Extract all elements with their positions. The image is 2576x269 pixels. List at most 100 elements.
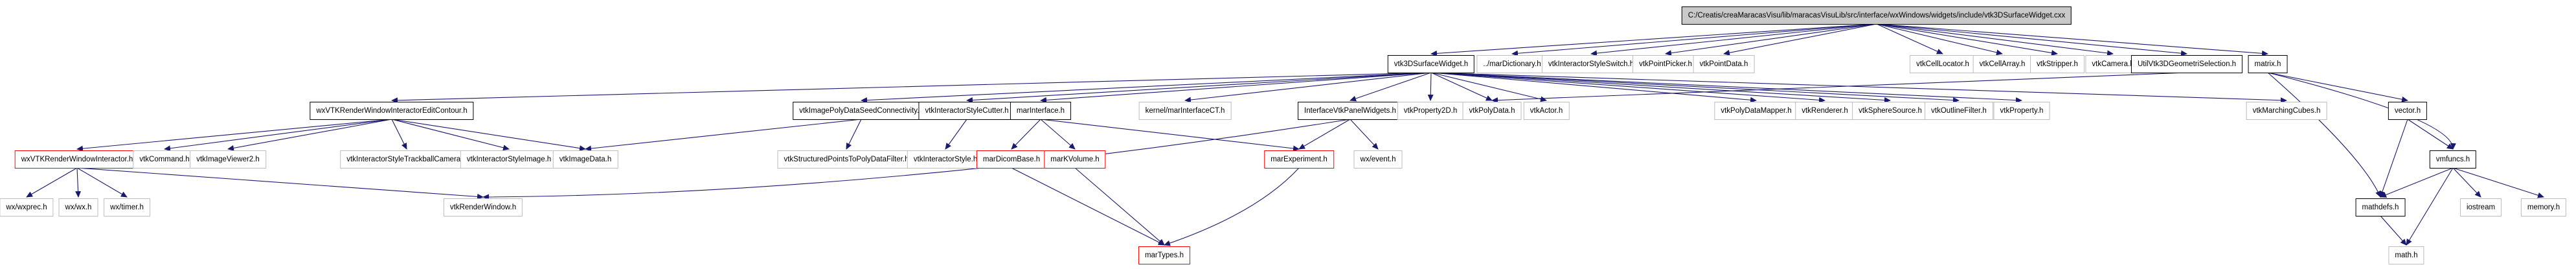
edge-editcontour-to-vimagedata: [391, 119, 586, 152]
node-kernel-marinterfacect-h: kernel/marInterfaceCT.h: [1138, 102, 1232, 120]
node-vtkstructuredpointstopolydatafilter-h: vtkStructuredPointsToPolyDataFilter.h: [777, 150, 916, 169]
edge-main-to-vcam: [1876, 23, 2114, 56]
edge-main-to-vca: [1876, 23, 2003, 56]
edge-main-to-sw: [1430, 23, 1877, 56]
node-interfacevtkpanelwidgets-h[interactable]: InterfaceVtkPanelWidgets.h: [1298, 102, 1403, 120]
edge-wxvtkrwi-to-wxtimer: [76, 167, 128, 198]
edge-sw-to-marinterface: [1040, 72, 1432, 103]
node-memory-h: memory.h: [2520, 198, 2567, 216]
edge-main-to-vst: [1876, 23, 2058, 56]
edge-sw-to-vrenderer: [1430, 72, 1825, 103]
node-vtkimagedata-h: vtkImageData.h: [552, 150, 618, 169]
node-wx-event-h: wx/event.h: [1353, 150, 1403, 169]
node-vtk3dsurfacewidget-h[interactable]: vtk3DSurfaceWidget.h: [1387, 55, 1475, 73]
edge-sw-to-panelwidgets: [1350, 72, 1432, 102]
node-vtkcellarray-h: vtkCellArray.h: [1972, 55, 2032, 73]
edge-vmfuncs-to-mathdefs: [2380, 167, 2454, 198]
edge-sw-to-vactor: [1430, 72, 1547, 102]
node-vtkimagepolydataseedconnectivity-h[interactable]: vtkImagePolyDataSeedConnectivity.h: [793, 102, 930, 120]
node-vtkrenderwindow-h: vtkRenderWindow.h: [443, 198, 523, 216]
node-utilvtk3dgeometriselection-h[interactable]: UtilVtk3DGeometriSelection.h: [2130, 55, 2243, 73]
edge-sw-to-vpolydata: [1430, 72, 1493, 101]
edge-vmfuncs-to-memoryh: [2452, 167, 2544, 198]
node-vtkoutlinefilter-h: vtkOutlineFilter.h: [1925, 102, 1993, 120]
node-math-h: math.h: [2388, 246, 2424, 264]
edge-main-to-vcl: [1876, 23, 1943, 54]
edge-marinterface-to-mardicom: [1011, 119, 1041, 150]
node-vtkcelllocator-h: vtkCellLocator.h: [1910, 55, 1976, 73]
edge-main-to-vpd: [1723, 23, 1877, 56]
edge-main-to-iss: [1590, 23, 1877, 56]
node-marexperiment-h[interactable]: marExperiment.h: [1264, 150, 1334, 169]
edge-sw-to-marinterfacect: [1184, 72, 1432, 103]
edge-sw-to-stylecutter: [966, 72, 1432, 103]
node-wx-timer-h: wx/timer.h: [104, 198, 150, 216]
node-vtkpolydata-h: vtkPolyData.h: [1462, 102, 1522, 120]
edge-marexperiment-to-martypes: [1164, 167, 1300, 246]
edge-sw-to-vpdmapper: [1430, 72, 1757, 103]
edge-editcontour-to-wxvtkrwi: [76, 119, 392, 152]
node-wxvtkrenderwindowinteractor-h[interactable]: wxVTKRenderWindowInteractor.h: [14, 150, 140, 169]
edge-editcontour-to-visimage: [391, 119, 510, 151]
edge-marinterface-to-marexperiment: [1040, 119, 1300, 152]
edge-wxvtkrwi-to-wxprec: [26, 167, 78, 198]
node-mathdefs-h[interactable]: mathdefs.h: [2355, 198, 2406, 216]
node-martypes-h[interactable]: marTypes.h: [1138, 246, 1191, 264]
edge-main-to-matrix: [1876, 23, 2268, 56]
node-vector-h[interactable]: vector.h: [2388, 102, 2428, 120]
edge-sw-to-vmarching: [1430, 72, 2287, 104]
edge-stylecutter-to-vistyle: [945, 119, 967, 150]
edge-sw-to-vsphere: [1430, 72, 1891, 103]
edge-matrix-to-mathdefs: [2267, 72, 2381, 198]
edge-markvolume-to-martypes: [1074, 167, 1165, 246]
node-vtkinteractorstyle-h: vtkInteractorStyle.h: [907, 150, 984, 169]
node-mardictionary-h: ../marDictionary.h: [1476, 55, 1548, 73]
edge-seedconn-to-vimagedata: [585, 119, 862, 152]
edge-main-to-mardict: [1511, 23, 1877, 56]
node-vtkpointdata-h: vtkPointData.h: [1693, 55, 1755, 73]
edge-wxvtkrwi-to-vrenderwindow: [76, 167, 484, 200]
edge-sw-to-vproperty: [1430, 72, 2022, 104]
edge-mardicom-to-martypes: [1011, 167, 1165, 246]
node-vtkactor-h: vtkActor.h: [1523, 102, 1570, 120]
edge-vmfuncs-to-iostream: [2452, 167, 2481, 198]
node-vtkinteractorstylecutter-h[interactable]: vtkInteractorStyleCutter.h: [918, 102, 1015, 120]
edge-util-to-vpolydata: [1491, 72, 2187, 104]
edge-editcontour-to-vimageviewer2: [227, 119, 392, 151]
node-vtkmarchingcubes-h: vtkMarchingCubes.h: [2246, 102, 2327, 120]
node-vtkrenderer-h: vtkRenderer.h: [1795, 102, 1855, 120]
edge-sw-to-editcontour: [391, 72, 1432, 104]
node-c-creatis-creamaracasvisu-lib-maracasvisulib-src-interface-wxwindows-widgets-include-vtk3dsurfacewidget-cxx: C:/Creatis/creaMaracasVisu/lib/maracasVi…: [1681, 6, 2072, 25]
node-mardicombase-h[interactable]: marDicomBase.h: [976, 150, 1047, 169]
edge-panelwidgets-to-wxevent: [1350, 119, 1379, 150]
node-vtkinteractorstyletrackballcamera-h: vtkInteractorStyleTrackballCamera.h: [340, 150, 473, 169]
node-iostream: iostream: [2459, 198, 2502, 216]
edge-seedconn-to-vstructpts: [846, 119, 862, 150]
edge-vector-to-vmfuncs: [2407, 119, 2454, 150]
node-vtkimageviewer2-h: vtkImageViewer2.h: [190, 150, 266, 169]
node-vtkstripper-h: vtkStripper.h: [2030, 55, 2085, 73]
node-vtkpolydatamapper-h: vtkPolyDataMapper.h: [1714, 102, 1798, 120]
edge-editcontour-to-vcommand: [164, 119, 392, 152]
edge-marinterface-to-markvolume: [1040, 119, 1076, 150]
edge-editcontour-to-vistrackball: [391, 119, 407, 150]
node-vtkspheresource-h: vtkSphereSource.h: [1852, 102, 1928, 120]
edge-sw-to-voutline: [1430, 72, 1960, 104]
node-matrix-h[interactable]: matrix.h: [2248, 55, 2288, 73]
node-wx-wxprec-h: wx/wxprec.h: [0, 198, 54, 216]
node-vtkcommand-h: vtkCommand.h: [133, 150, 196, 169]
edge-panelwidgets-to-marexperiment: [1298, 119, 1351, 150]
edge-main-to-vpp: [1665, 23, 1877, 56]
node-vtkproperty2d-h: vtkProperty2D.h: [1397, 102, 1464, 120]
node-markvolume-h[interactable]: marKVolume.h: [1044, 150, 1106, 169]
edge-main-to-util: [1876, 23, 2187, 56]
node-vtkinteractorstyleswitch-h: vtkInteractorStyleSwitch.h: [1541, 55, 1641, 73]
node-vmfuncs-h[interactable]: vmfuncs.h: [2429, 150, 2477, 169]
edge-sw-to-seedconn: [861, 72, 1432, 104]
edge-matrix-to-vector: [2267, 72, 2408, 102]
node-wxvtkrenderwindowinteractoreditcontour-h[interactable]: wxVTKRenderWindowInteractorEditContour.h: [310, 102, 474, 120]
edge-mathdefs-to-mathh: [2380, 215, 2407, 246]
node-marinterface-h[interactable]: marInterface.h: [1010, 102, 1072, 120]
edge-panelwidgets-to-vrenderwindow: [482, 119, 1351, 200]
